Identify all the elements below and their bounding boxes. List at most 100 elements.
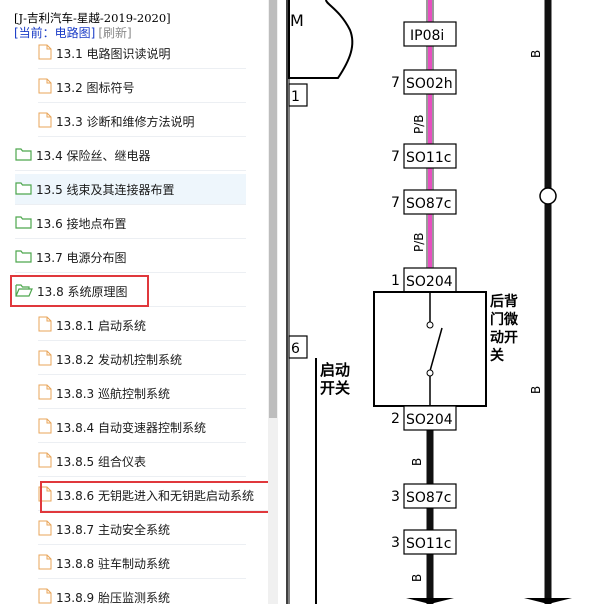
tree-item-label: 13.8.7 主动安全系统 — [56, 522, 170, 537]
connector-so11c-upper — [403, 143, 457, 169]
tree-item-13-8-8[interactable]: 13.8.8 驻车制动系统 — [38, 548, 246, 579]
connector-ip08i — [403, 21, 457, 47]
connector-so87c-lower — [403, 483, 457, 509]
tree-item-label: 13.8 系统原理图 — [37, 284, 128, 299]
connector-so204-pin1 — [403, 267, 457, 293]
tailgate-switch-label-3: 动开 — [490, 329, 518, 346]
connector-so02h — [403, 69, 457, 95]
folder-icon — [15, 181, 32, 198]
file-icon — [38, 554, 52, 573]
folder-icon — [15, 147, 32, 164]
component-outline — [288, 0, 354, 79]
circuit-diagram-svg: M 1 6 启动 开关 P/B P/B IP08i 7 SO02h 7 SO11… — [286, 0, 572, 604]
tree-item-label: 13.8.6 无钥匙进入和无钥匙启动系统 — [56, 488, 254, 503]
scrollbar-thumb[interactable] — [269, 0, 277, 418]
connector-code: SO87c — [406, 196, 451, 212]
connector-pin: 2 — [391, 411, 400, 427]
connector-pin: 3 — [391, 535, 400, 551]
wire-color-label: P/B — [412, 232, 426, 252]
wire-color-label: B — [410, 574, 424, 582]
connector-pin: 3 — [391, 489, 400, 505]
tree-item-label: 13.8.9 胎压监测系统 — [56, 590, 170, 604]
start-switch-label-1: 启动 — [320, 361, 350, 379]
tailgate-switch-label-1: 后背 — [490, 293, 518, 310]
connector-code: SO11c — [406, 150, 451, 166]
file-icon — [38, 588, 52, 604]
tree-item-13-8-3[interactable]: 13.8.3 巡航控制系统 — [38, 378, 246, 409]
circuit-diagram: M 1 6 启动 开关 P/B P/B IP08i 7 SO02h 7 SO11… — [278, 0, 602, 604]
tree-item-13-8-4[interactable]: 13.8.4 自动变速器控制系统 — [38, 412, 246, 443]
file-icon — [38, 452, 52, 471]
switch-contact — [426, 369, 434, 377]
wire-color-label: P/B — [412, 114, 426, 134]
wire-color-label: B — [529, 50, 543, 58]
connector-code: SO02h — [406, 76, 453, 92]
tree-item-label: 13.7 电源分布图 — [36, 250, 127, 265]
ground-symbol — [524, 598, 572, 604]
refresh-link[interactable]: [刷新] — [98, 26, 132, 40]
tree-item-label: 13.3 诊断和维修方法说明 — [56, 114, 195, 129]
connector-code: SO87c — [406, 490, 451, 506]
connector-so204-pin2 — [403, 405, 457, 431]
current-view-label: [当前：电路图] — [14, 26, 96, 40]
tailgate-switch-label-2: 门微 — [490, 311, 519, 328]
tree-item-13-8-9[interactable]: 13.8.9 胎压监测系统 — [38, 582, 246, 604]
file-icon — [38, 112, 52, 131]
tree-item-label: 13.8.1 启动系统 — [56, 318, 146, 333]
tree-item-label: 13.8.2 发动机控制系统 — [56, 352, 182, 367]
tree-item-label: 13.5 线束及其连接器布置 — [36, 182, 175, 197]
connector-so87c-upper — [403, 189, 457, 215]
tree-item-label: 13.6 接地点布置 — [36, 216, 127, 231]
tree-item-13-1[interactable]: 13.1 电路图识读说明 — [38, 38, 246, 69]
file-icon — [38, 384, 52, 403]
tree-item-label: 13.2 图标符号 — [56, 80, 135, 95]
pin-m-label: M — [290, 11, 304, 30]
pin-6-label: 6 — [291, 341, 300, 357]
chapter-tree-panel: [J-吉利汽车-星越-2019-2020] [当前：电路图][刷新] 13.1 … — [0, 0, 268, 604]
start-switch-label-2: 开关 — [320, 379, 350, 397]
wire-color-label: B — [410, 458, 424, 466]
connector-so11c-lower — [403, 529, 457, 555]
folder-icon — [15, 249, 32, 266]
tailgate-switch-label-4: 关 — [490, 347, 504, 364]
tree-item-label: 13.8.3 巡航控制系统 — [56, 386, 170, 401]
switch-contact — [426, 321, 434, 329]
connector-pin: 7 — [391, 195, 400, 211]
tree-item-13-3[interactable]: 13.3 诊断和维修方法说明 — [38, 106, 246, 137]
wire-color-label: B — [529, 386, 543, 394]
splice-point — [539, 187, 557, 205]
tree-item-13-8-1[interactable]: 13.8.1 启动系统 — [38, 310, 246, 341]
tree-item-13-8[interactable]: 13.8 系统原理图 — [15, 276, 246, 307]
connector-code: SO11c — [406, 536, 451, 552]
tree-item-13-2[interactable]: 13.2 图标符号 — [38, 72, 246, 103]
folder-icon — [15, 215, 32, 232]
tree-item-13-8-6[interactable]: 13.8.6 无钥匙进入和无钥匙启动系统 — [38, 480, 268, 511]
file-icon — [38, 486, 52, 505]
folder-open-icon — [15, 283, 33, 300]
tree-item-13-7[interactable]: 13.7 电源分布图 — [15, 242, 246, 273]
connector-code: SO204 — [406, 412, 453, 428]
tree-item-13-6[interactable]: 13.6 接地点布置 — [15, 208, 246, 239]
tree-item-label: 13.4 保险丝、继电器 — [36, 148, 151, 163]
tree-item-label: 13.8.4 自动变速器控制系统 — [56, 420, 206, 435]
connector-code: SO204 — [406, 274, 453, 290]
file-icon — [38, 78, 52, 97]
tree-item-13-5[interactable]: 13.5 线束及其连接器布置 — [15, 174, 246, 205]
book-title: [J-吉利汽车-星越-2019-2020] — [14, 11, 171, 25]
tree-item-label: 13.8.5 组合仪表 — [56, 454, 146, 469]
tree-item-13-4[interactable]: 13.4 保险丝、继电器 — [15, 140, 246, 171]
switch-blade — [429, 327, 443, 372]
tree-item-label: 13.1 电路图识读说明 — [56, 46, 171, 61]
tree-item-13-8-2[interactable]: 13.8.2 发动机控制系统 — [38, 344, 246, 375]
tree-item-13-8-5[interactable]: 13.8.5 组合仪表 — [38, 446, 246, 477]
ground-symbol — [406, 598, 454, 604]
connector-code: IP08i — [410, 28, 444, 44]
file-icon — [38, 418, 52, 437]
tree-scrollbar[interactable] — [268, 0, 278, 604]
tree-item-label: 13.8.8 驻车制动系统 — [56, 556, 170, 571]
file-icon — [38, 316, 52, 335]
tree-item-13-8-7[interactable]: 13.8.7 主动安全系统 — [38, 514, 246, 545]
connector-pin: 7 — [391, 149, 400, 165]
connector-pin: 1 — [391, 273, 400, 289]
file-icon — [38, 44, 52, 63]
